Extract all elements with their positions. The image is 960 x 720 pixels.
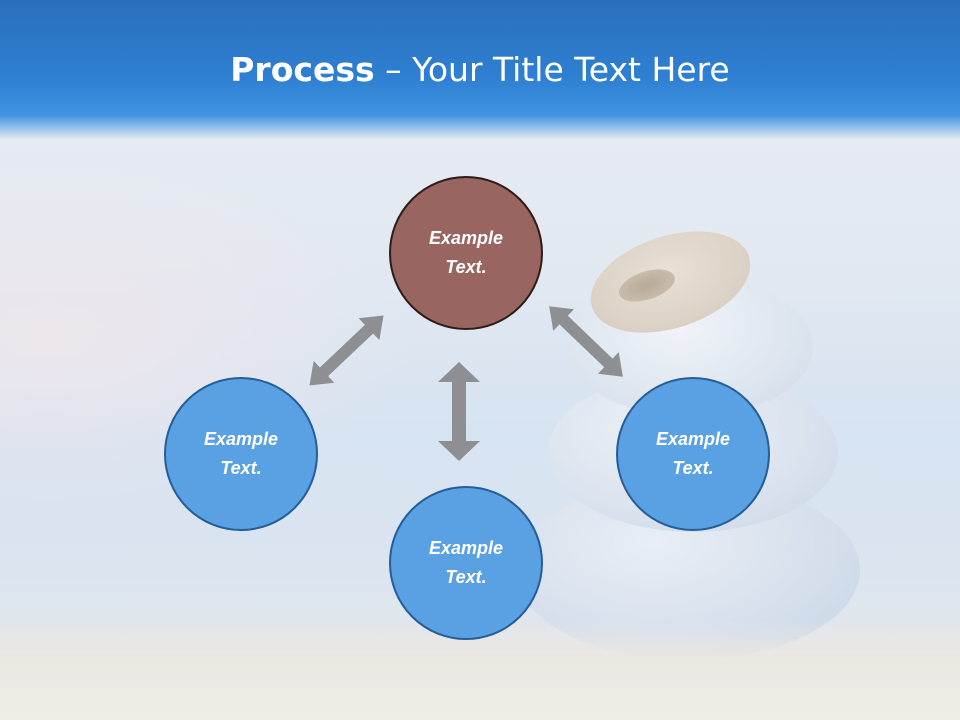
process-node-left-line1: Example xyxy=(203,429,279,449)
process-node-bottom: Example Text. xyxy=(389,486,543,640)
process-node-top-line1: Example xyxy=(428,228,504,248)
arrow-left-to-top xyxy=(309,315,384,386)
slide-title-dash: – xyxy=(374,50,413,89)
process-node-right: Example Text. xyxy=(616,377,770,531)
slide-title-bold: Process xyxy=(230,50,375,89)
slide-title: Process – Your Title Text Here xyxy=(0,50,960,89)
title-banner xyxy=(0,0,960,140)
process-node-left: Example Text. xyxy=(164,377,318,531)
process-node-bottom-line2: Text. xyxy=(445,567,487,587)
process-node-right-line1: Example xyxy=(655,429,731,449)
process-node-right-line2: Text. xyxy=(672,458,714,478)
process-node-top: Example Text. xyxy=(389,176,543,330)
slide-title-text: Your Title Text Here xyxy=(412,50,730,89)
process-node-bottom-line1: Example xyxy=(428,538,504,558)
arrow-top-to-bottom xyxy=(438,362,480,461)
process-node-left-line2: Text. xyxy=(220,458,262,478)
process-node-top-line2: Text. xyxy=(445,257,487,277)
arrow-top-to-right xyxy=(549,306,623,377)
